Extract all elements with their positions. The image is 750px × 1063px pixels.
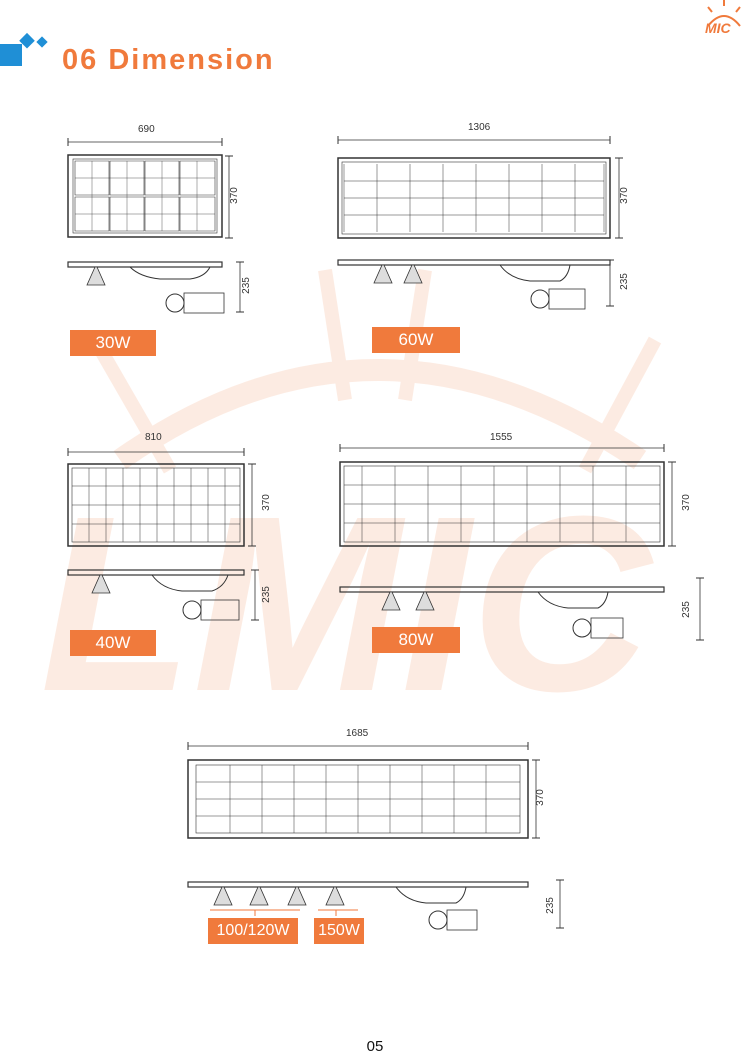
brand-logo-icon — [707, 0, 741, 27]
page-number: 05 — [366, 1038, 384, 1055]
dim-height-150w: 370 — [534, 789, 546, 806]
badge-60w: 60W — [372, 327, 460, 353]
panel-30w-front — [67, 138, 233, 239]
panel-150w-front — [187, 742, 540, 839]
page-title: 06 Dimension — [62, 44, 275, 76]
brand-logo-text: MIC — [705, 20, 731, 36]
dim-depth-80w: 235 — [680, 601, 692, 618]
panel-60w-front — [337, 136, 623, 239]
dim-width-30w: 690 — [138, 124, 155, 135]
dim-depth-30w: 235 — [240, 277, 252, 294]
panel-40w-front — [67, 448, 256, 547]
header-logo-mark — [0, 32, 48, 66]
dim-width-60w: 1306 — [468, 122, 491, 133]
dim-width-40w: 810 — [145, 432, 162, 443]
badge-80w: 80W — [372, 627, 460, 653]
panel-150w-side — [187, 879, 564, 931]
dim-height-30w: 370 — [228, 187, 240, 204]
panel-40w-side — [67, 569, 259, 621]
badge-100-120w: 100/120W — [208, 918, 298, 944]
dim-height-40w: 370 — [260, 494, 272, 511]
panel-60w-side — [337, 259, 614, 310]
svg-text:LMIC: LMIC — [40, 464, 654, 743]
panel-80w-front — [339, 444, 676, 547]
dim-depth-150w: 235 — [544, 897, 556, 914]
badge-150w: 150W — [314, 918, 364, 944]
panel-80w-side — [339, 577, 704, 641]
badge-40w: 40W — [70, 630, 156, 656]
dim-height-60w: 370 — [618, 187, 630, 204]
badge-30w: 30W — [70, 330, 156, 356]
dim-depth-60w: 235 — [618, 273, 630, 290]
dim-width-150w: 1685 — [346, 728, 369, 739]
panel-30w-side — [67, 261, 244, 314]
dim-height-80w: 370 — [680, 494, 692, 511]
dim-width-80w: 1555 — [490, 432, 513, 443]
dim-depth-40w: 235 — [260, 586, 272, 603]
